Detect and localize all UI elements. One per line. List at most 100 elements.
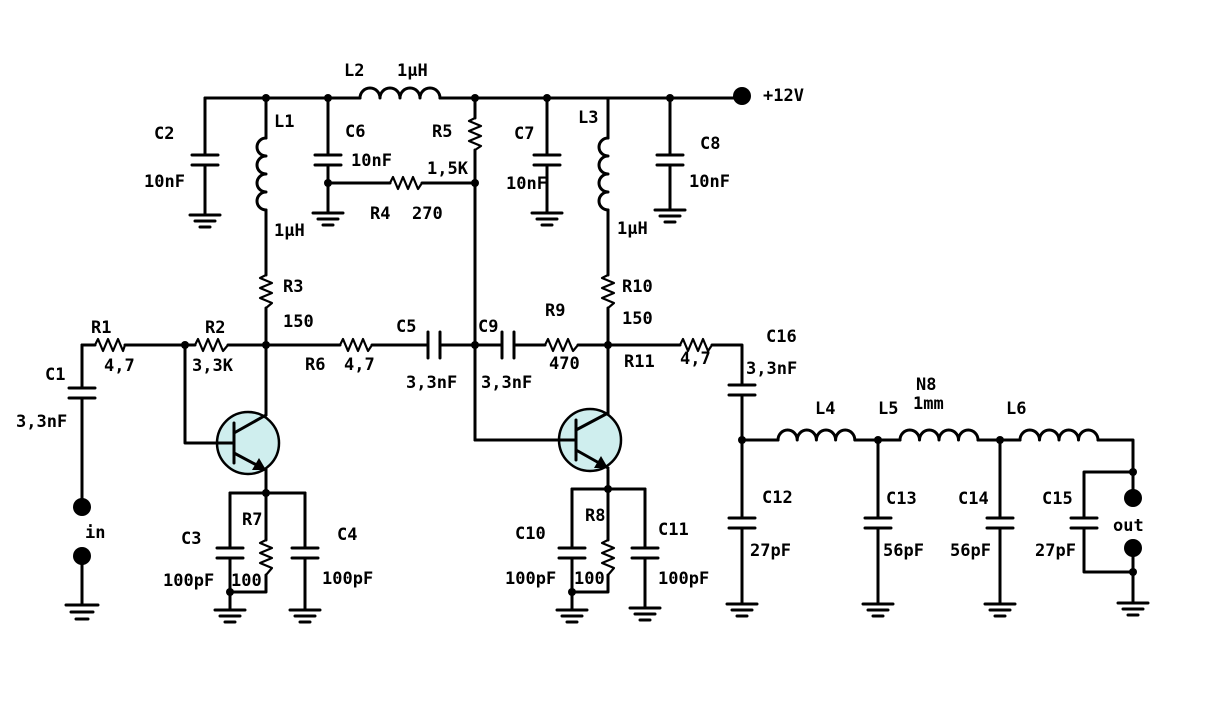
L5-name: L5: [878, 399, 898, 419]
ground-icon: [653, 208, 687, 224]
L3-value: 1μH: [617, 219, 648, 239]
ground-icon: [213, 608, 247, 624]
ground-icon: [530, 211, 564, 227]
C8-value: 10nF: [689, 172, 730, 192]
C13-value: 56pF: [883, 541, 924, 561]
ground-icon: [861, 602, 895, 618]
C9-name: C9: [478, 317, 498, 337]
capacitor-C6: [313, 153, 343, 167]
R1-name: R1: [91, 318, 111, 338]
R7-value: 100: [231, 571, 262, 591]
terminals: [73, 87, 1142, 565]
ground-icon: [188, 213, 222, 229]
ground-icon: [288, 608, 322, 624]
inductor-L1: [255, 136, 268, 212]
C13-name: C13: [886, 489, 917, 509]
resistor-R4: [388, 175, 424, 191]
C16-value: 3,3nF: [746, 359, 797, 379]
resistor-R6: [338, 337, 374, 353]
L1-value: 1μH: [274, 221, 305, 241]
input-terminal-top: [73, 498, 91, 516]
L3-name: L3: [578, 108, 598, 128]
L6-name: L6: [1006, 399, 1026, 419]
capacitor-C5: [426, 330, 442, 360]
resistor-R8: [600, 538, 616, 577]
resistor-R3: [258, 273, 274, 310]
C6-name: C6: [345, 122, 365, 142]
C7-name: C7: [514, 124, 534, 144]
R6-name: R6: [305, 355, 325, 375]
capacitor-C11: [630, 546, 660, 560]
junction-dots: [181, 94, 1137, 596]
R5-name: R5: [432, 122, 452, 142]
R3-name: R3: [283, 277, 303, 297]
resistor-R1: [93, 337, 127, 353]
R9-name: R9: [545, 301, 565, 321]
L4-name: L4: [815, 399, 835, 419]
output-terminal-bottom: [1124, 539, 1142, 557]
R4-value: 270: [412, 204, 443, 224]
inductor-L5: [898, 428, 980, 442]
C3-name: C3: [181, 529, 201, 549]
capacitor-C8: [655, 153, 685, 167]
C15-value: 27pF: [1035, 541, 1076, 561]
resistor-R10: [600, 273, 616, 310]
C7-value: 10nF: [506, 174, 547, 194]
input-terminal-bottom: [73, 547, 91, 565]
C10-value: 100pF: [505, 569, 556, 589]
C6-value: 10nF: [351, 151, 392, 171]
resistor-R2: [193, 337, 230, 353]
R5-value: 1,5K: [427, 159, 469, 179]
R11-value: 4,7: [680, 349, 711, 369]
ground-icon: [311, 211, 345, 227]
R10-value: 150: [622, 309, 653, 329]
resistor-R11: [678, 337, 714, 353]
capacitor-C16: [727, 383, 757, 397]
L2-value: 1μH: [397, 61, 428, 81]
C8-name: C8: [700, 134, 720, 154]
capacitor-C7: [532, 153, 562, 167]
C14-name: C14: [958, 489, 989, 509]
C1-value: 3,3nF: [16, 412, 67, 432]
C3-value: 100pF: [163, 571, 214, 591]
ground-symbols: [64, 208, 1150, 624]
capacitor-plates: [67, 153, 1099, 560]
capacitor-C13: [863, 516, 893, 530]
resistor-R9: [543, 337, 580, 353]
ground-icon: [555, 608, 589, 624]
C12-value: 27pF: [750, 541, 791, 561]
L5-wire: 1mm: [913, 394, 944, 414]
C15-name: C15: [1042, 489, 1073, 509]
output-label: out: [1113, 516, 1144, 536]
R8-value: 100: [574, 569, 605, 589]
C16-name: C16: [766, 327, 797, 347]
C11-value: 100pF: [658, 569, 709, 589]
C12-name: C12: [762, 488, 793, 508]
capacitor-C4: [290, 546, 320, 560]
ground-icon: [1116, 601, 1150, 617]
capacitor-C1: [67, 386, 97, 400]
capacitor-C2: [190, 153, 220, 167]
input-label: in: [85, 523, 105, 543]
R4-name: R4: [370, 204, 390, 224]
L2-name: L2: [344, 61, 364, 81]
transistor-Q1: [215, 410, 281, 476]
R2-name: R2: [205, 318, 225, 338]
capacitor-C10: [557, 546, 587, 560]
C4-name: C4: [337, 525, 357, 545]
L1-name: L1: [274, 112, 294, 132]
R6-value: 4,7: [344, 355, 375, 375]
C2-value: 10nF: [144, 172, 185, 192]
C1-name: C1: [45, 365, 65, 385]
C10-name: C10: [515, 524, 546, 544]
C5-name: C5: [396, 317, 416, 337]
ground-icon: [983, 602, 1017, 618]
R11-name: R11: [624, 352, 655, 372]
R7-name: R7: [242, 510, 262, 530]
ground-icon: [64, 603, 100, 621]
R8-name: R8: [585, 506, 605, 526]
resistor-R7: [258, 538, 274, 577]
capacitor-C9: [500, 330, 516, 360]
C5-value: 3,3nF: [406, 373, 457, 393]
R3-value: 150: [283, 312, 314, 332]
